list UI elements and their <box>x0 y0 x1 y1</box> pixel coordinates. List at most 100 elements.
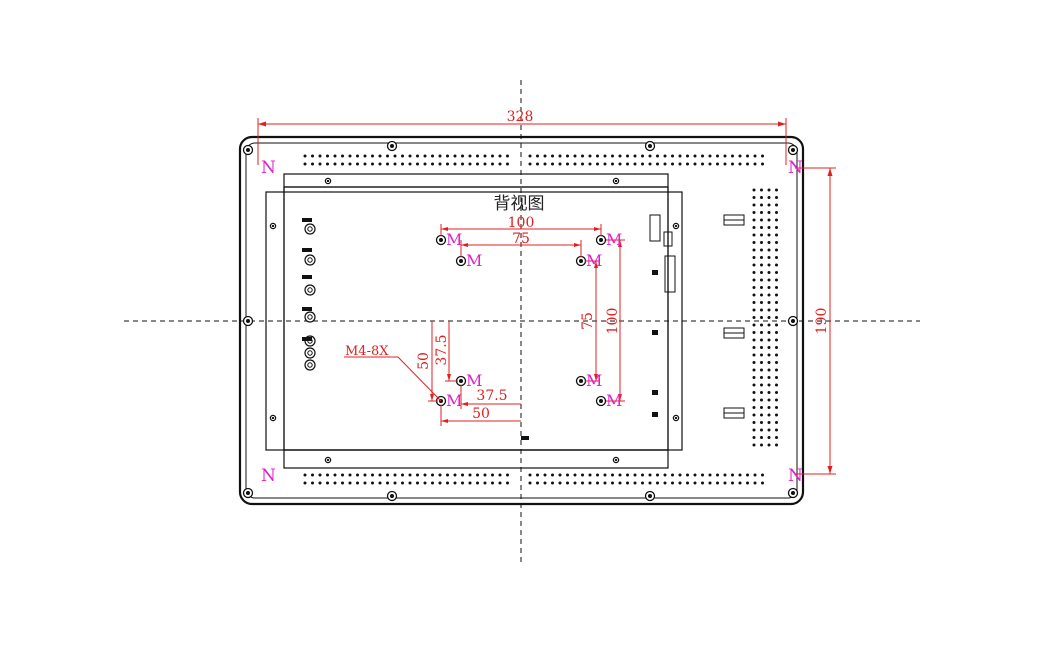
screw-hole <box>672 222 680 230</box>
vent-hole <box>760 443 763 447</box>
vent-hole <box>752 406 756 409</box>
vent-hole <box>438 473 442 477</box>
vent-hole <box>551 481 554 485</box>
vent-hole <box>767 361 771 364</box>
vent-hole <box>767 436 771 439</box>
vent-hole <box>775 263 778 267</box>
vent-hole <box>318 481 322 485</box>
vent-hole <box>775 353 778 357</box>
vent-hole <box>775 278 778 282</box>
indicator <box>652 330 658 335</box>
vent-hole <box>461 154 464 158</box>
vent-hole <box>693 162 697 166</box>
vent-hole <box>775 428 778 432</box>
vent-hole <box>581 162 584 166</box>
vent-hole <box>453 154 457 158</box>
port-connector <box>304 223 316 235</box>
vent-hole <box>767 241 771 244</box>
vent-hole <box>775 271 778 274</box>
vent-hole <box>468 473 472 477</box>
vent-hole <box>760 293 763 297</box>
screw-hole <box>242 487 254 499</box>
vent-hole <box>386 481 389 485</box>
vent-hole <box>446 481 449 485</box>
vent-hole <box>453 481 457 485</box>
vent-hole <box>752 263 756 267</box>
screw-spec-leader <box>344 356 442 402</box>
vent-hole <box>752 286 756 289</box>
label-mark <box>521 436 529 440</box>
vent-hole <box>760 226 763 229</box>
vent-hole <box>752 428 756 432</box>
vent-hole <box>760 211 763 214</box>
vent-hole <box>333 473 337 477</box>
vent-hole <box>371 154 374 158</box>
vent-hole <box>431 481 434 485</box>
vent-hole <box>671 473 674 477</box>
vent-hole <box>446 473 449 477</box>
vent-hole <box>746 162 749 166</box>
vent-hole <box>596 154 599 158</box>
vent-hole <box>326 473 329 477</box>
vent-hole <box>760 391 763 394</box>
vent-hole <box>731 154 734 158</box>
vent-hole <box>767 248 771 252</box>
vesa-marker-large-top-right: M <box>606 230 622 249</box>
screw-hole <box>672 414 680 422</box>
vent-hole <box>543 154 547 158</box>
vent-hole <box>416 473 419 477</box>
vent-hole <box>378 154 382 158</box>
vent-hole <box>356 473 359 477</box>
vent-hole <box>356 154 359 158</box>
vent-hole <box>626 481 629 485</box>
vent-hole <box>767 331 771 334</box>
vent-hole <box>656 481 659 485</box>
vent-hole <box>566 473 569 477</box>
indicator <box>652 412 658 417</box>
vent-hole <box>438 154 442 158</box>
vent-hole <box>701 154 704 158</box>
vent-hole <box>348 481 352 485</box>
vent-hole <box>760 188 763 192</box>
vent-hole <box>461 162 464 166</box>
vent-hole <box>303 481 307 485</box>
vent-hole <box>767 316 771 319</box>
vent-hole <box>423 162 427 166</box>
vent-hole <box>752 196 756 199</box>
vesa-marker-large-bottom-right: M <box>606 391 622 410</box>
vent-hole <box>611 473 614 477</box>
vent-hole <box>767 323 771 327</box>
vent-hole <box>596 162 599 166</box>
inner-panel <box>265 173 683 469</box>
vesa-small-height-label: 75 <box>580 312 596 330</box>
vent-hole <box>752 331 756 334</box>
vesa-large-height-label: 100 <box>605 308 621 335</box>
vent-hole <box>506 481 509 485</box>
side-connector <box>663 231 673 247</box>
vent-hole <box>626 154 629 158</box>
frame-marker-bottom-right: N <box>788 466 803 486</box>
vent-hole <box>543 162 547 166</box>
vesa-hole-small-bottom-right <box>575 375 587 387</box>
vent-hole <box>333 162 337 166</box>
vent-hole <box>752 203 756 207</box>
vent-hole <box>767 308 771 312</box>
vent-hole <box>573 154 577 158</box>
vent-hole <box>558 154 562 158</box>
vesa-small-width-label: 75 <box>512 231 530 247</box>
vent-hole <box>775 398 778 402</box>
vent-hole <box>752 413 756 417</box>
frame-markers: N N N N <box>261 158 803 486</box>
vent-hole <box>386 162 389 166</box>
vent-hole <box>738 481 742 485</box>
vent-hole <box>476 154 479 158</box>
vent-hole <box>775 301 778 304</box>
vent-hole <box>746 481 749 485</box>
vent-hole <box>401 473 404 477</box>
housing-outer-edge <box>238 135 805 506</box>
vent-hole <box>333 154 337 158</box>
vent-hole <box>752 316 756 319</box>
vent-hole <box>611 154 614 158</box>
vent-hole <box>767 286 771 289</box>
port-latch <box>302 307 312 311</box>
